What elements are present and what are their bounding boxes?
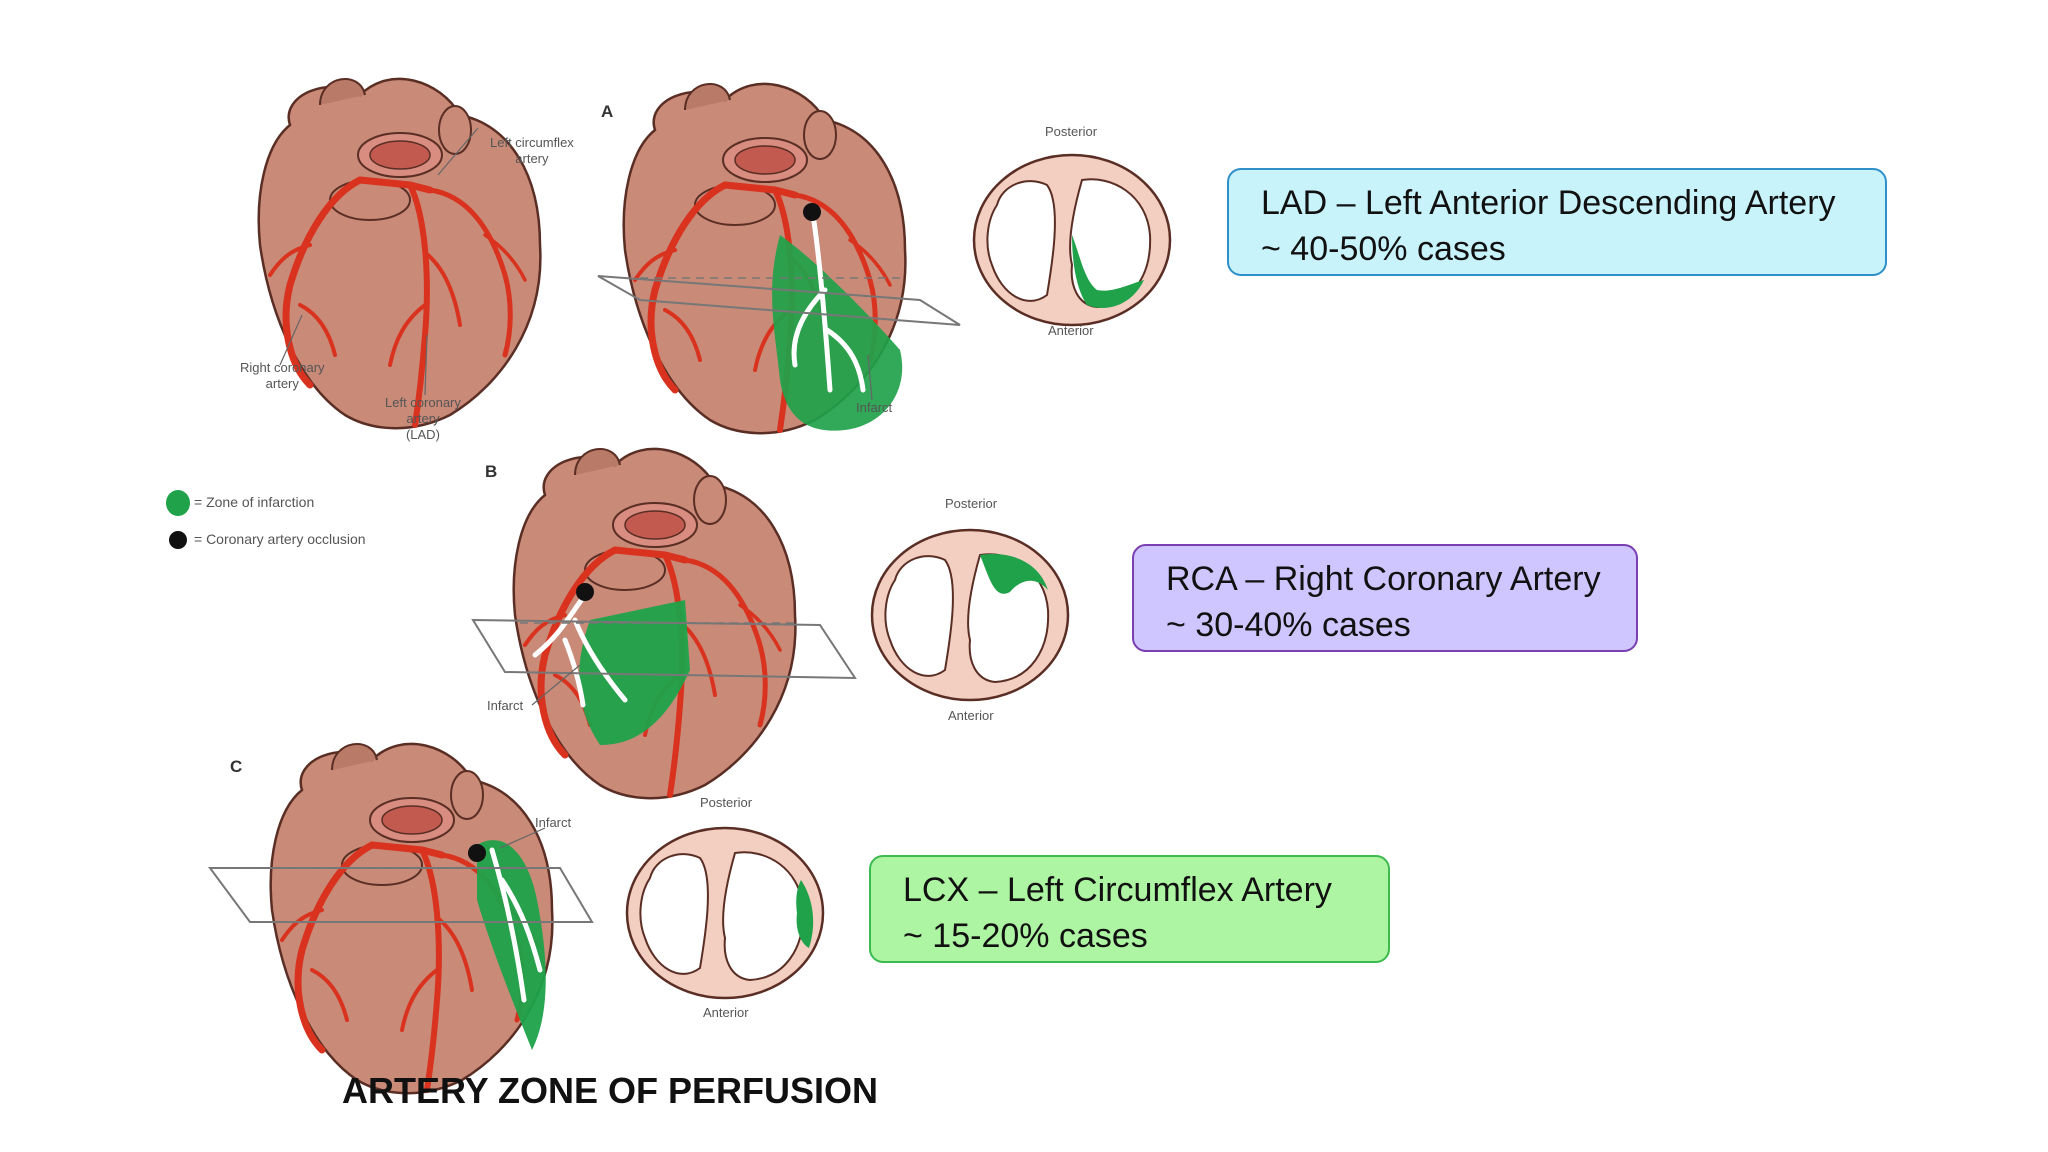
lcx-section-infarct (796, 880, 814, 948)
rca-section-infarct (980, 554, 1048, 594)
lcx-cross-section (625, 826, 825, 1000)
legend-occlusion-marker (169, 531, 187, 549)
lcx-heart (269, 742, 554, 1095)
rca-occlusion-dot (576, 583, 594, 601)
lcx-infarct-zone (477, 840, 546, 1050)
panel-label-c: C (230, 757, 243, 776)
lad-infarct-zone (772, 235, 903, 431)
lad-occlusion-dot (803, 203, 821, 221)
label-infarct-c: Infarct (535, 815, 572, 830)
slide-caption: ARTERY ZONE OF PERFUSION (342, 1070, 879, 1111)
label-anterior-a: Anterior (1048, 323, 1094, 338)
lcx-occlusion-dot (468, 844, 486, 862)
rca-cross-section (870, 528, 1070, 702)
label-posterior-b: Posterior (945, 496, 998, 511)
lad-section-plane (597, 275, 961, 326)
lad-section-infarct (1072, 235, 1144, 308)
rca-heart (512, 447, 797, 800)
rca-callout-title: RCA – Right Coronary Artery (1166, 560, 1601, 598)
lad-cross-section (972, 153, 1172, 327)
rca-callout-cases: ~ 30-40% cases (1166, 606, 1411, 644)
legend-occlusion: = Coronary artery occlusion (194, 531, 366, 547)
label-infarct-b: Infarct (487, 698, 524, 713)
legend-zone-marker (166, 490, 190, 516)
lad-heart (622, 82, 907, 435)
legend-zone: = Zone of infarction (194, 494, 315, 510)
panel-label-a: A (601, 102, 614, 121)
label-anterior-c: Anterior (703, 1005, 749, 1020)
lad-callout: LAD – Left Anterior Descending Artery ~ … (1227, 168, 1887, 276)
lcx-callout-cases: ~ 15-20% cases (903, 917, 1148, 955)
lcx-callout-title: LCX – Left Circumflex Artery (903, 871, 1332, 909)
lad-callout-title: LAD – Left Anterior Descending Artery (1261, 184, 1836, 222)
lad-callout-cases: ~ 40-50% cases (1261, 230, 1506, 268)
rca-infarct-zone (579, 600, 690, 745)
panel-label-b: B (485, 462, 498, 481)
rca-callout: RCA – Right Coronary Artery ~ 30-40% cas… (1132, 544, 1638, 652)
label-anterior-b: Anterior (948, 708, 994, 723)
lcx-callout: LCX – Left Circumflex Artery ~ 15-20% ca… (869, 855, 1390, 963)
label-infarct-a: Infarct (856, 400, 893, 415)
label-posterior-c: Posterior (700, 795, 753, 810)
label-posterior-a: Posterior (1045, 124, 1098, 139)
